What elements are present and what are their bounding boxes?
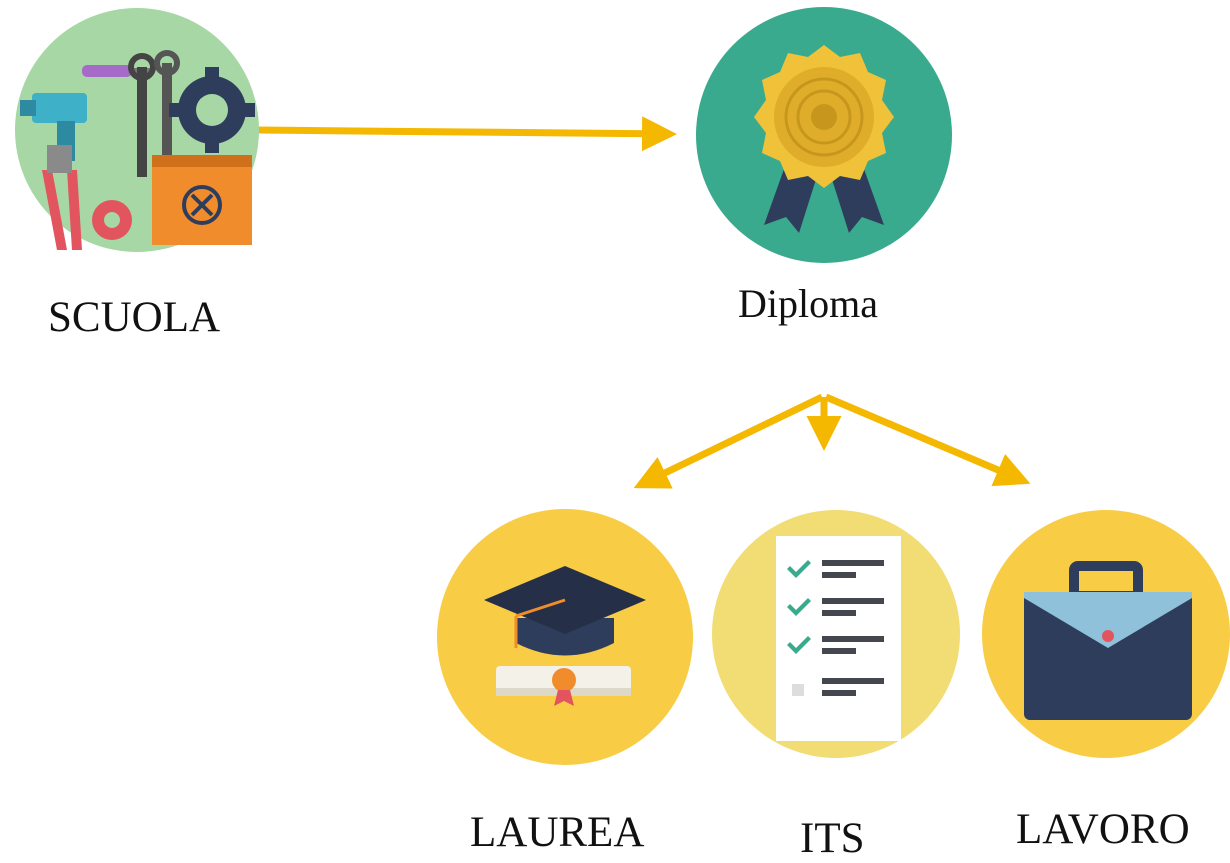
node-label-lavoro: LAVORO [1016,806,1190,853]
node-label-scuola: SCUOLA [48,294,221,341]
tools-gears-icon [15,8,259,252]
node-label-diploma: Diploma [738,281,878,326]
graduation-cap-icon [437,509,693,765]
node-label-laurea: LAUREA [470,809,645,856]
node-label-its: ITS [800,815,865,862]
arrow-diploma-to-laurea [633,393,824,489]
arrow-diploma-to-lavoro [824,393,1031,487]
briefcase-icon [982,510,1230,758]
checklist-icon [712,510,960,758]
award-badge-icon [696,7,952,263]
arrow-scuola-to-diploma [257,116,677,152]
